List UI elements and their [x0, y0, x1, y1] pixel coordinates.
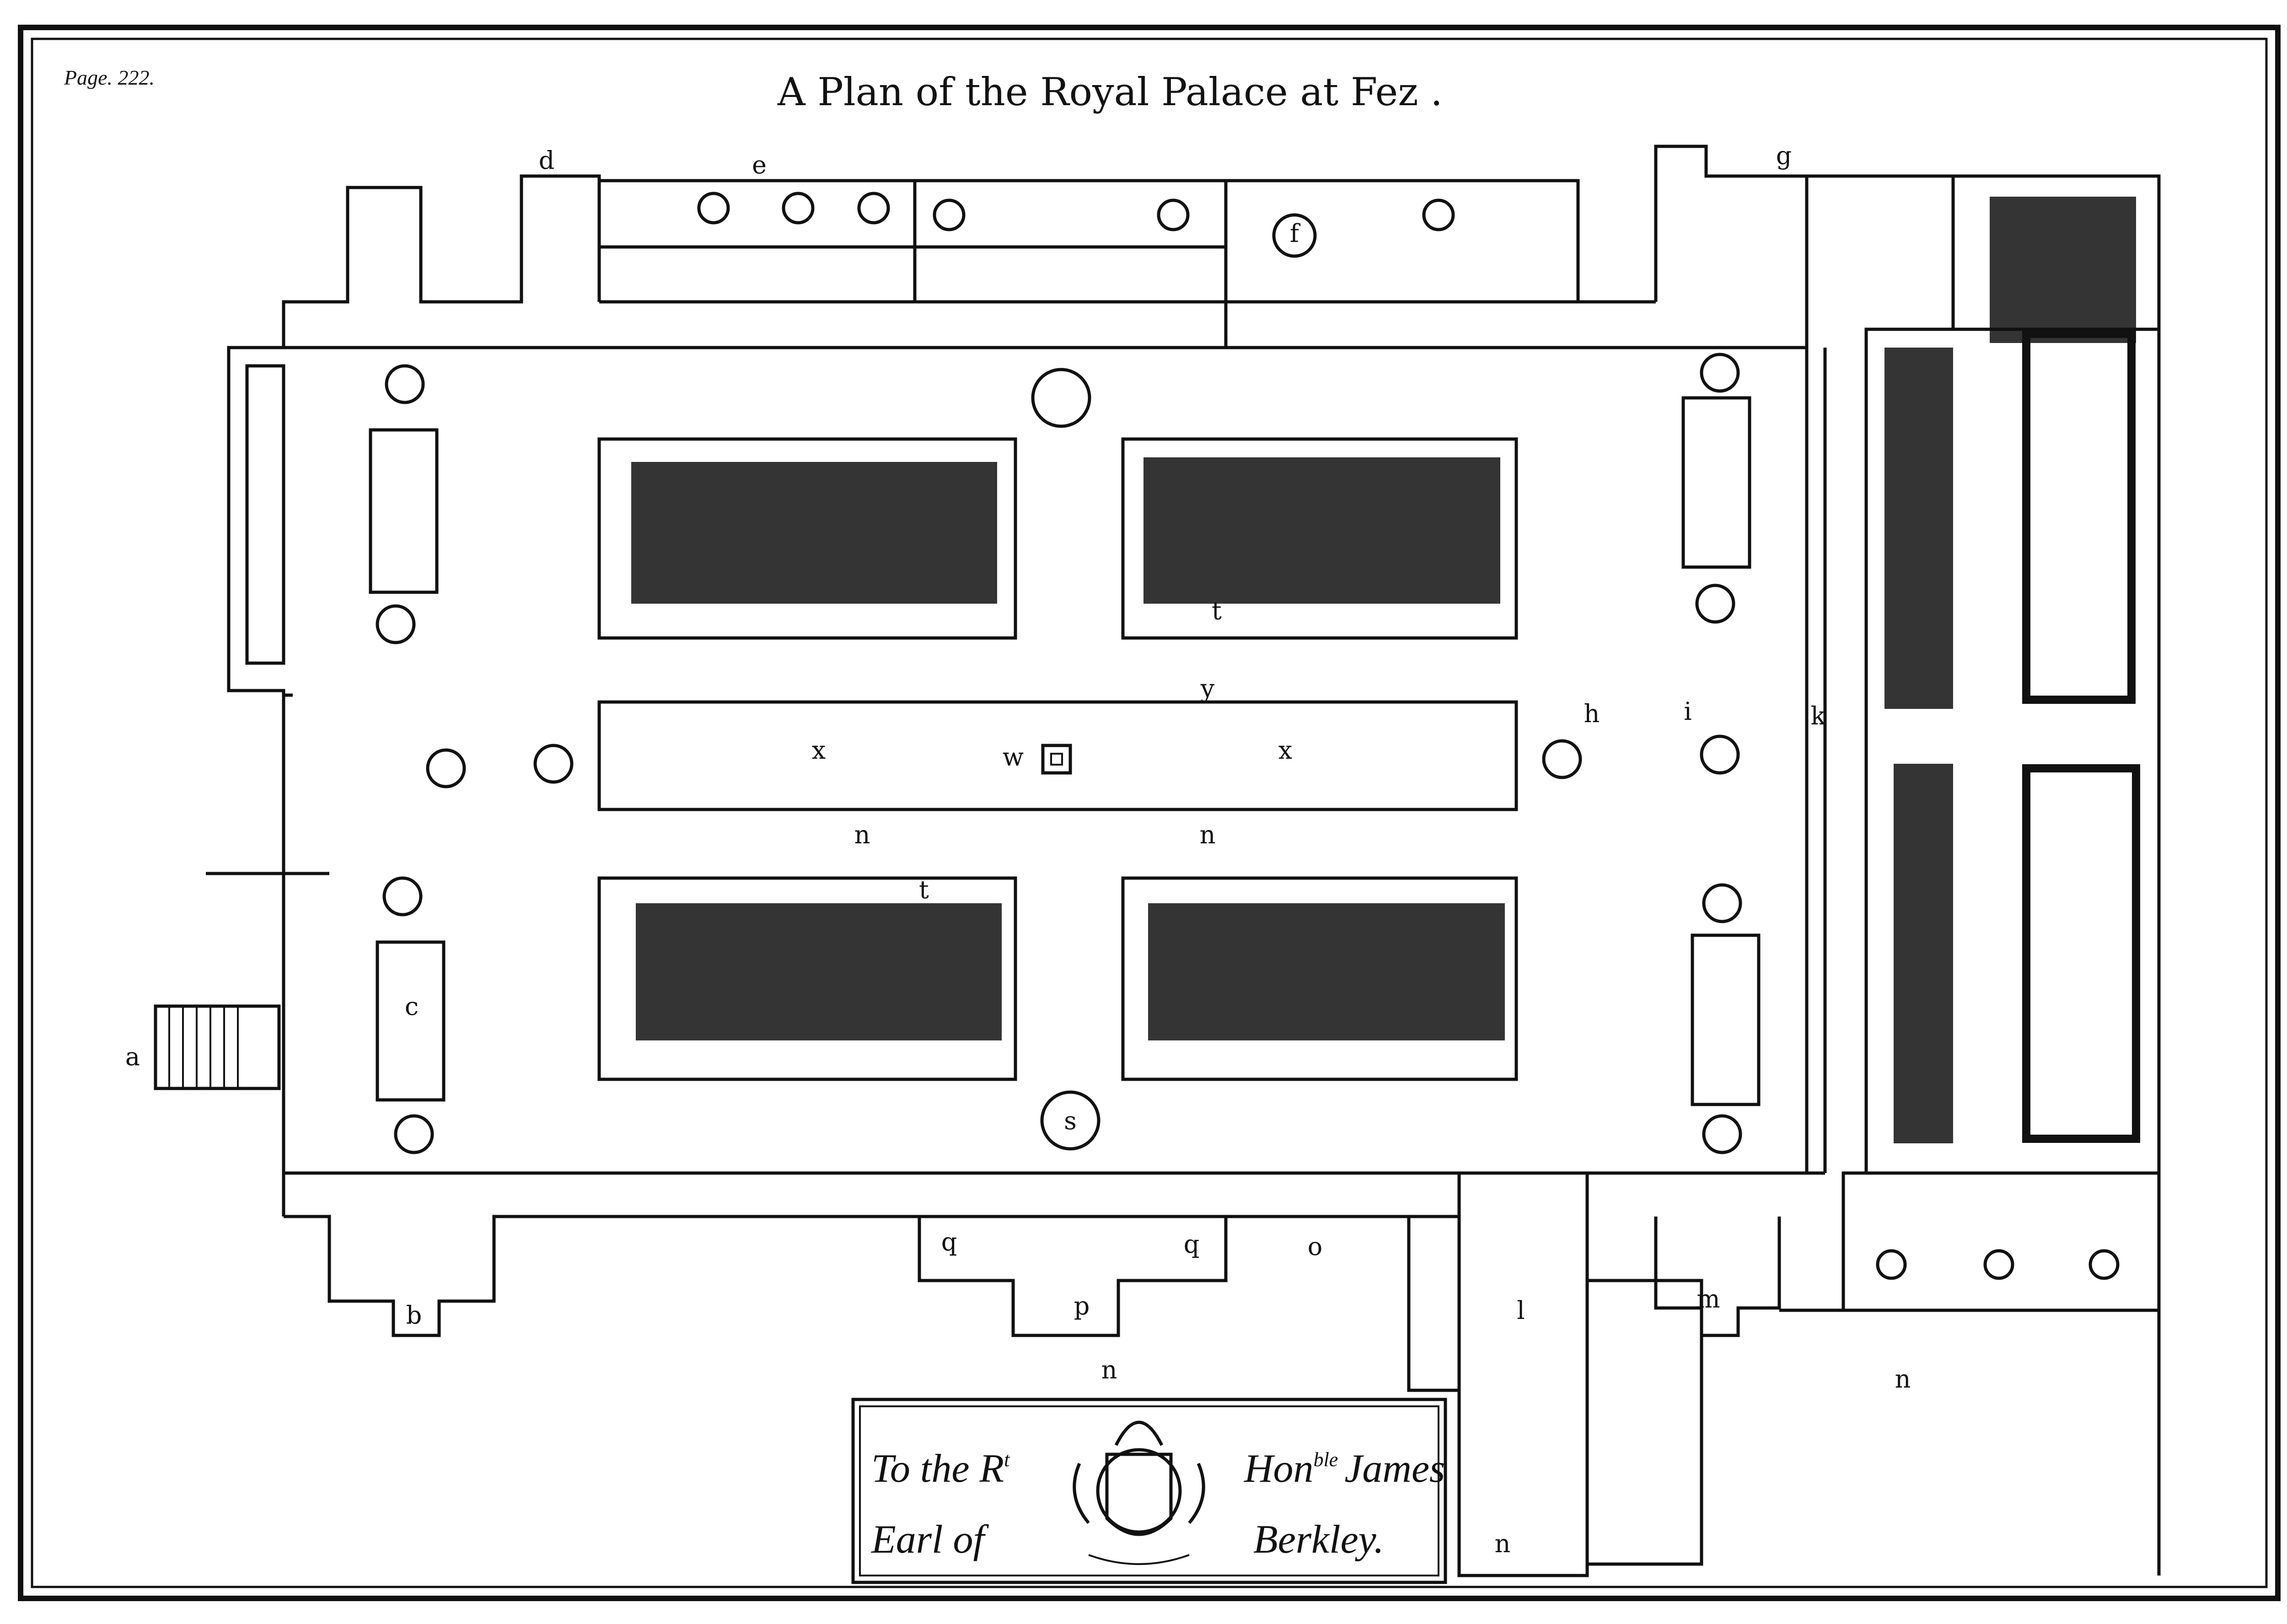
- label-t1: t: [1212, 596, 1222, 625]
- label-k: k: [1811, 702, 1826, 730]
- label-l: l: [1517, 1296, 1525, 1325]
- label-d: d: [539, 146, 555, 175]
- garden-bed-top-left: [597, 437, 1017, 640]
- label-n-bottom: n: [1495, 1529, 1511, 1558]
- dedication-line1: To the Rt: [871, 1447, 1010, 1491]
- label-s: s: [1064, 1106, 1077, 1135]
- garden-bed-bottom-right: [1121, 876, 1518, 1081]
- dotted-beds: [2022, 330, 2140, 1143]
- garden-bed-bottom-left: [597, 876, 1017, 1081]
- fountain-s: [1040, 1090, 1101, 1151]
- dedication-line2-right: Berkley.: [1253, 1517, 1384, 1562]
- label-p: p: [1074, 1292, 1090, 1320]
- page-number: Page. 222.: [64, 66, 155, 89]
- dedication-line2-left: Earl of: [870, 1517, 989, 1562]
- coat-of-arms: [1073, 1420, 1205, 1565]
- label-q2: q: [1184, 1230, 1200, 1259]
- label-i: i: [1684, 697, 1691, 726]
- label-n2: n: [1200, 820, 1216, 849]
- label-h: h: [1584, 699, 1600, 728]
- label-w: w: [1003, 743, 1024, 772]
- label-e: e: [752, 150, 767, 179]
- plan-title: A Plan of the Royal Palace at Fez .: [777, 70, 1443, 114]
- tree-plantings: [631, 197, 2136, 1143]
- plan-labels: a b c d e f g h i k l m n n n n n o p q …: [125, 141, 1911, 1558]
- label-y: y: [1200, 674, 1215, 703]
- label-n-center: n: [1101, 1356, 1117, 1384]
- label-g: g: [1776, 141, 1792, 170]
- label-x2: x: [1278, 736, 1292, 765]
- label-t2: t: [919, 875, 929, 904]
- label-a: a: [125, 1042, 140, 1071]
- label-q1: q: [941, 1227, 957, 1256]
- garden-bed-top-right: [1121, 437, 1518, 640]
- label-n1: n: [854, 820, 870, 849]
- pool-c: [376, 940, 446, 1102]
- courtyard-features: [369, 192, 2120, 1280]
- label-n-right: n: [1895, 1365, 1911, 1394]
- label-m: m: [1696, 1285, 1720, 1313]
- inner-border: [31, 38, 2268, 1588]
- label-b: b: [406, 1301, 422, 1329]
- palace-walls: [154, 145, 2161, 1577]
- fountain-w: [1041, 744, 1072, 775]
- label-o: o: [1308, 1232, 1323, 1261]
- central-pool: [597, 700, 1518, 811]
- label-c: c: [405, 992, 419, 1021]
- label-x1: x: [812, 736, 826, 765]
- outer-border: [18, 25, 2281, 1601]
- label-f: f: [1290, 219, 1301, 248]
- room-f: [1272, 213, 1317, 258]
